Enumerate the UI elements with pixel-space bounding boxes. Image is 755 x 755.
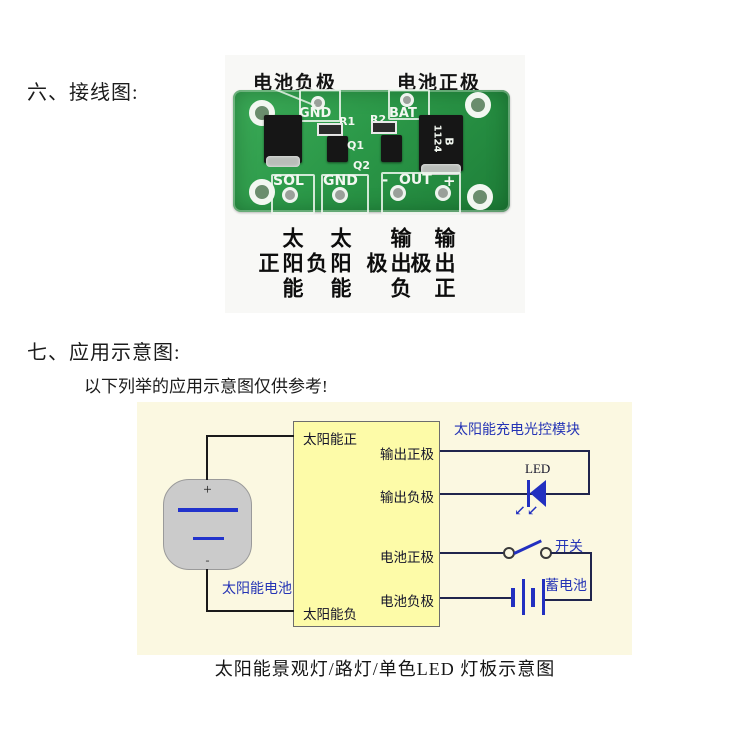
module-pin-battery-positive: 电池正极: [380, 550, 434, 565]
pad-outline: [381, 172, 461, 214]
section7-note: 以下列举的应用示意图仅供参考!: [84, 377, 328, 396]
led-icon: [527, 480, 530, 507]
silk-minus: -: [382, 171, 389, 189]
pcb-board: GND R1 R2 BAT Q1 Q2 1124 B SOL: [233, 87, 510, 214]
storage-battery-label: 蓄电池: [545, 579, 587, 594]
transistor-q2: [381, 135, 402, 162]
silk-r1: R1: [339, 115, 356, 128]
solder-pad: [400, 93, 414, 107]
battery-plate-icon: [542, 579, 545, 615]
solder-blob: [421, 164, 461, 175]
silk-sol: SOL: [273, 173, 304, 189]
resistor-r1: [317, 123, 343, 136]
battery-plate-icon: [522, 579, 525, 615]
solar-cell-minus: -: [205, 553, 210, 567]
wire-solar-top: [206, 435, 208, 480]
wire-led-right: [588, 450, 590, 495]
pad-outline: [299, 89, 341, 122]
module-pin-output-negative: 输出负极: [380, 490, 434, 505]
inductor-component: 1124 B: [419, 115, 463, 171]
pad-outline: [271, 174, 315, 214]
diode-component: [264, 115, 302, 163]
solder-pad: [332, 187, 348, 203]
pin-label-solar-negative: 太阳能负: [304, 226, 352, 302]
resistor-r2: [371, 121, 397, 134]
solder-pad: [390, 185, 406, 201]
section6-heading: 六、接线图:: [27, 82, 139, 104]
wire-solar-bottom: [206, 610, 294, 612]
switch-blade-icon: [513, 539, 542, 555]
transistor-q1: [327, 136, 348, 162]
wire-battery-positive: [440, 552, 504, 554]
solder-pad: [435, 185, 451, 201]
wire-battery-bottom: [543, 599, 592, 601]
silk-out: OUT: [399, 172, 432, 188]
solar-cell-plus: +: [203, 482, 212, 498]
solder-blob: [266, 156, 300, 167]
solar-cell-icon: + -: [163, 479, 252, 570]
schematic-caption: 太阳能景观灯/路灯/单色LED 灯板示意图: [214, 659, 556, 679]
solder-pad: [282, 187, 298, 203]
chip-letter-text: B: [442, 137, 456, 146]
mounting-hole: [465, 92, 491, 118]
wire-switch-right: [551, 552, 592, 554]
chip-code-text: 1124: [431, 124, 443, 153]
pcb-photo: 电池负极 电池正极 GND R1 R2 BAT Q1 Q2: [225, 55, 525, 313]
silk-gnd-bottom: GND: [323, 173, 358, 189]
led-icon: [530, 480, 546, 507]
led-emission-arrows-icon: ↙↙: [514, 504, 540, 519]
pin-label-output-negative: 输出负极: [364, 226, 412, 302]
wire-battery-right: [590, 552, 592, 601]
wire-solar-bottom: [206, 569, 208, 612]
battery-positive-label: 电池正极: [397, 73, 482, 94]
pad-outline: [321, 174, 369, 214]
solar-cell-plate: [178, 508, 238, 512]
mounting-hole: [467, 184, 493, 210]
module-pin-battery-negative: 电池负极: [380, 594, 434, 609]
wire-output-positive: [440, 450, 590, 452]
led-label: LED: [525, 461, 551, 476]
module-title: 太阳能充电光控模块: [454, 423, 580, 438]
solar-cell-plate: [193, 537, 224, 540]
wire-solar-top: [206, 435, 294, 437]
switch-label: 开关: [555, 540, 583, 555]
silk-q1: Q1: [347, 139, 365, 152]
module-pin-output-positive: 输出正极: [380, 447, 434, 462]
silk-q2: Q2: [353, 159, 371, 172]
solar-cell-label: 太阳能电池: [222, 582, 292, 597]
silk-bat: BAT: [389, 106, 417, 121]
module-pin-solar-positive: 太阳能正: [303, 432, 357, 447]
battery-plate-icon: [531, 588, 535, 607]
pin-label-solar-positive: 太阳能正: [256, 226, 304, 302]
module-pin-solar-negative: 太阳能负: [303, 607, 357, 622]
application-schematic: 太阳能正 输出正极 输出负极 电池正极 电池负极 太阳能负 太阳能充电光控模块 …: [137, 402, 632, 655]
silk-gnd-top: GND: [299, 106, 332, 121]
wire-battery-negative: [440, 597, 511, 599]
section7-heading: 七、应用示意图:: [27, 342, 181, 364]
controller-module-box: 太阳能正 输出正极 输出负极 电池正极 电池负极 太阳能负: [293, 421, 440, 627]
wire-output-negative: [440, 493, 590, 495]
battery-plate-icon: [511, 588, 515, 607]
pad-outline: [388, 89, 430, 120]
pin-label-output-positive: 输出正极: [408, 226, 456, 302]
